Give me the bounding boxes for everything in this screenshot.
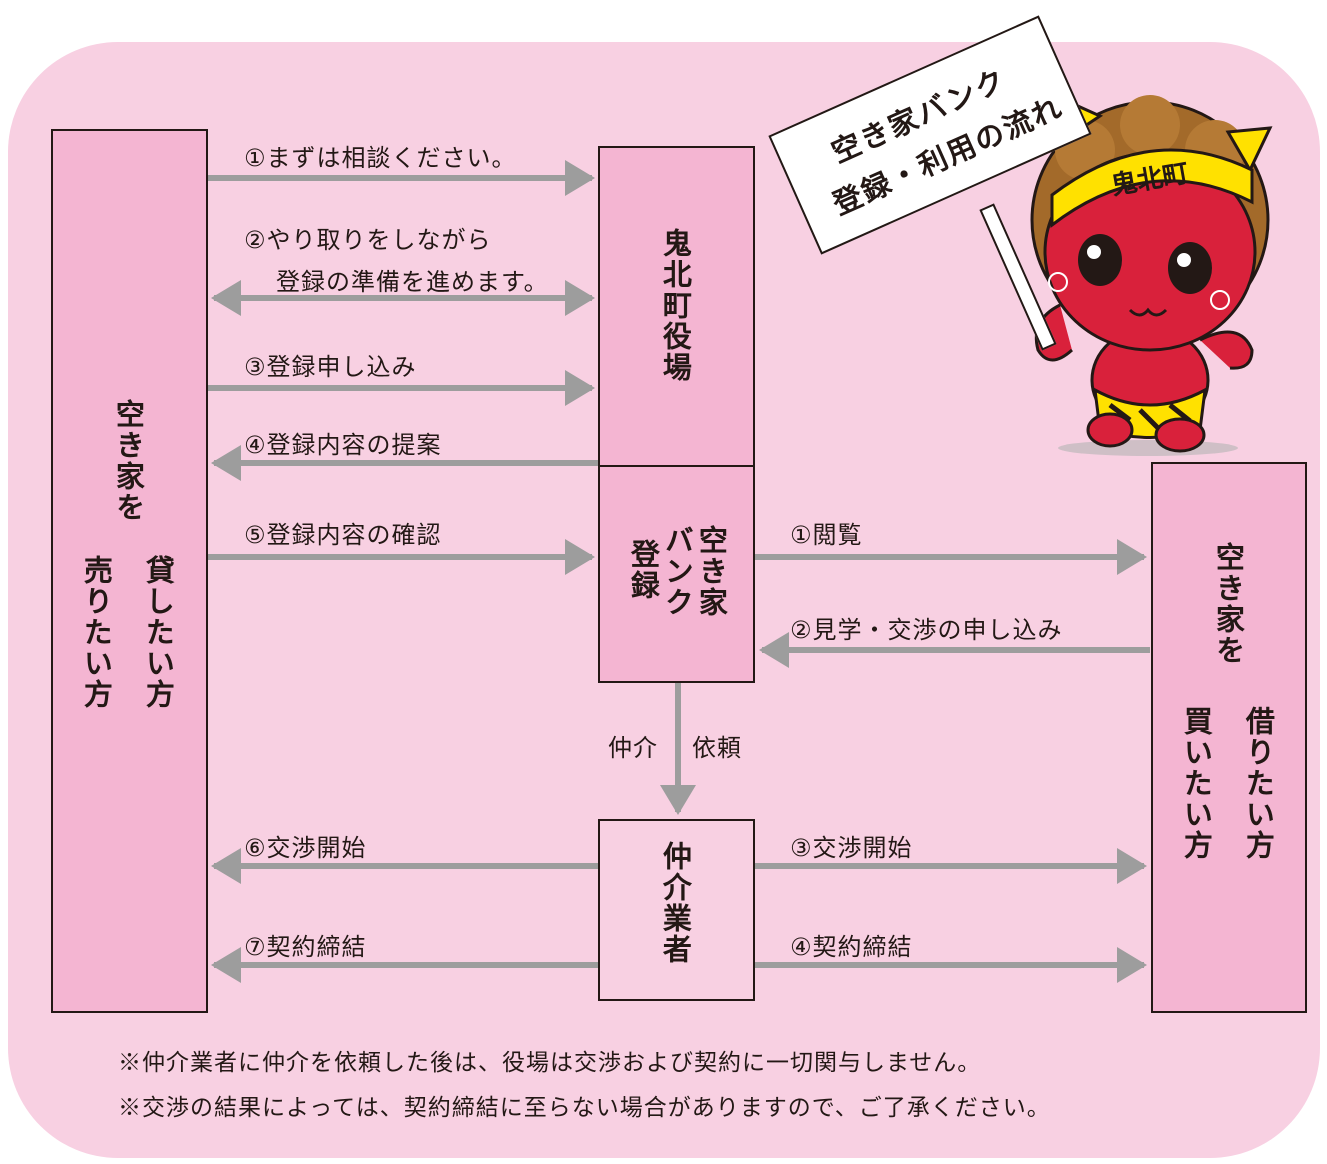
- broker-label: 仲介業者: [658, 841, 693, 965]
- town-office-label: 鬼北町役場: [658, 228, 693, 383]
- footnote-1: ※仲介業者に仲介を依頼した後は、役場は交渉および契約に一切関与しません。: [118, 1050, 982, 1076]
- owner-label-lend: 貸したい方: [141, 555, 176, 710]
- buyer-label-buy: 買いたい方: [1179, 706, 1214, 861]
- footnote-2: ※交渉の結果によっては、契約締結に至らない場合がありますので、ご了承ください。: [118, 1095, 1051, 1121]
- owner-label-sell: 売りたい方: [79, 555, 114, 710]
- step-1-label: ①まずは相談ください。: [244, 144, 517, 172]
- broker-request-label-b: 依頼: [692, 734, 742, 762]
- right-step-4-label: ④契約締結: [790, 933, 913, 961]
- step-7-label: ⑦契約締結: [244, 933, 367, 961]
- bank-label-line2: バンク: [660, 525, 695, 618]
- step-4-label: ④登録内容の提案: [244, 431, 442, 459]
- vacant-house-bank-box: 空き家 バンク 登録: [598, 465, 755, 683]
- broker-box: 仲介業者: [598, 819, 755, 1001]
- bank-label-line3: 登録: [626, 539, 661, 601]
- right-step-2-label: ②見学・交渉の申し込み: [790, 616, 1063, 644]
- step-6-label: ⑥交渉開始: [244, 834, 367, 862]
- step-5-label: ⑤登録内容の確認: [244, 521, 442, 549]
- step-3-label: ③登録申し込み: [244, 353, 417, 381]
- step-2-label-a: ②やり取りをしながら: [244, 226, 492, 254]
- town-office-box: 鬼北町役場: [598, 146, 755, 467]
- mascot-illustration: 鬼北町: [1030, 94, 1273, 456]
- owner-column: 空き家を 貸したい方 売りたい方: [51, 129, 208, 1013]
- buyer-label-rent: 借りたい方: [1241, 706, 1276, 861]
- right-step-1-label: ①閲覧: [790, 521, 863, 549]
- owner-label-top: 空き家を: [111, 399, 146, 523]
- right-step-3-label: ③交渉開始: [790, 834, 913, 862]
- buyer-column: 空き家を 借りたい方 買いたい方: [1151, 462, 1307, 1013]
- broker-request-label-a: 仲介: [608, 734, 658, 762]
- step-2-label-b: 登録の準備を進めます。: [276, 268, 549, 296]
- buyer-label-top: 空き家を: [1211, 542, 1246, 666]
- bank-label-line1: 空き家: [694, 525, 729, 618]
